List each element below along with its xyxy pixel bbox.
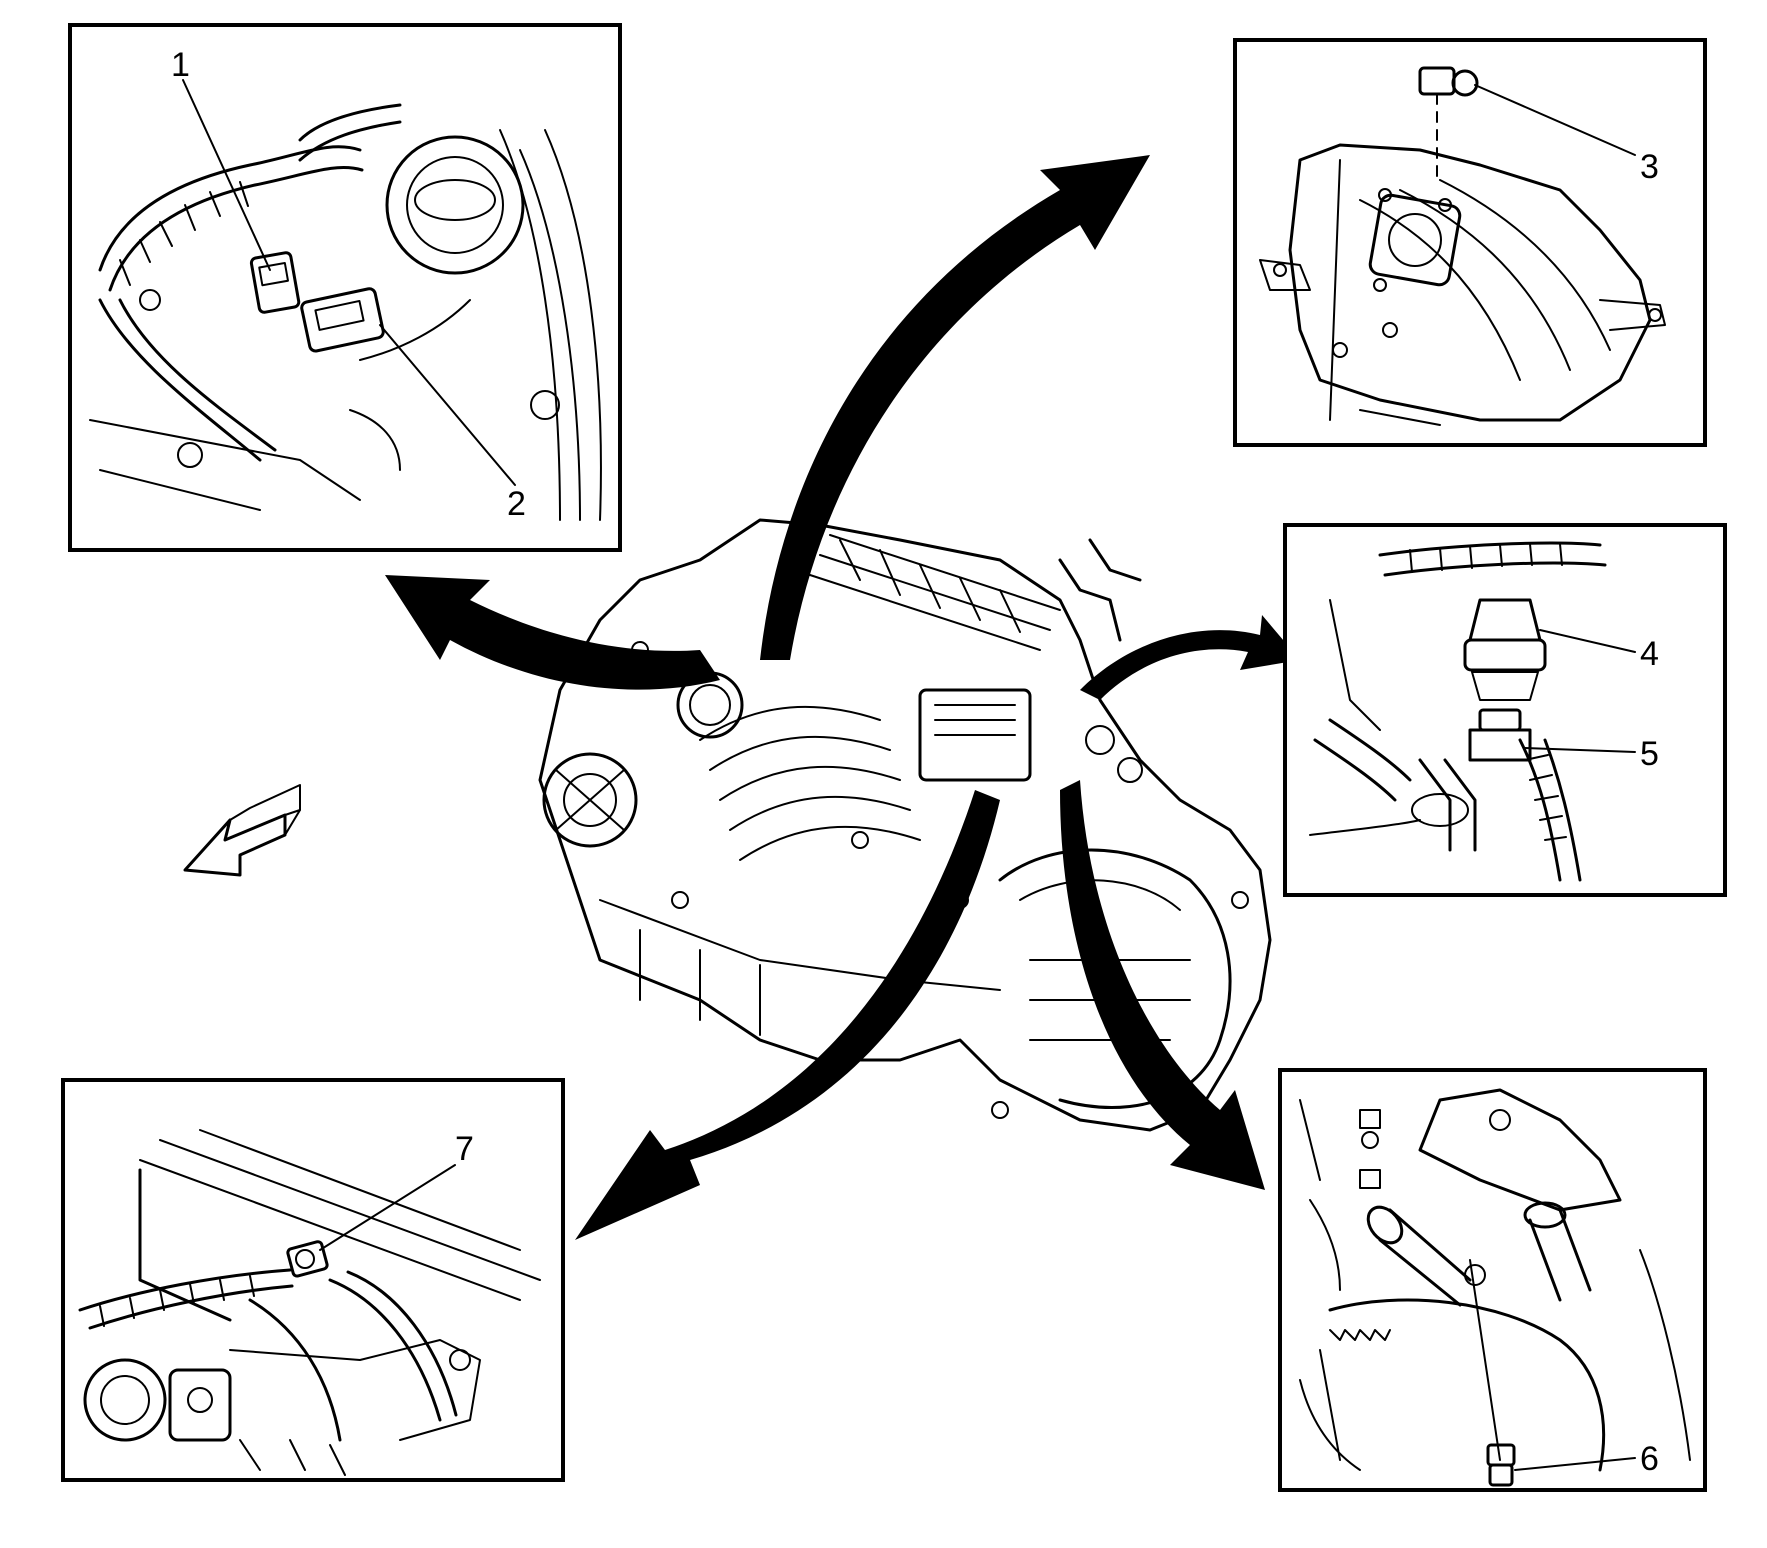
inset-1-throttle-area: 1 2 (68, 23, 622, 552)
inset-6-oil-pressure-area: 6 (1278, 1068, 1707, 1492)
inset-3-intake-manifold: 3 (1233, 38, 1707, 447)
callout-6: 6 (1640, 1440, 1659, 1478)
arrow-to-inset-1 (385, 575, 720, 690)
arrow-to-inset-6 (1060, 780, 1265, 1190)
callout-7: 7 (455, 1130, 474, 1168)
engine-assembly (538, 518, 1272, 1132)
callout-1: 1 (171, 46, 190, 84)
callout-4: 4 (1640, 635, 1659, 673)
arrow-to-inset-7 (575, 790, 1000, 1240)
callout-2: 2 (507, 485, 526, 523)
callout-3: 3 (1640, 148, 1659, 186)
pointer-arrows (385, 155, 1300, 1240)
arrow-to-inset-4 (1080, 615, 1300, 700)
front-view-arrow (183, 784, 301, 877)
inset-4-5-coolant-area: 4 5 (1283, 523, 1727, 897)
callout-5: 5 (1640, 735, 1659, 773)
arrow-to-inset-3 (760, 155, 1150, 660)
inset-7-knock-sensor-area: 7 (61, 1078, 565, 1482)
